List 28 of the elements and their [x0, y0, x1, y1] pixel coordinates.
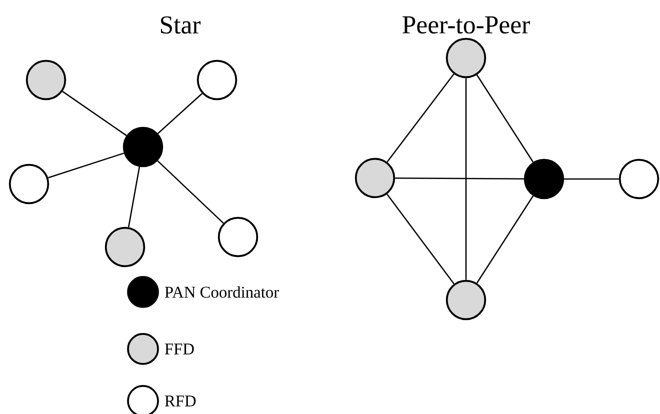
network-node [524, 158, 564, 200]
network-node [446, 280, 486, 320]
connection-line [157, 160, 224, 224]
connection-line [157, 93, 203, 134]
network-node [8, 164, 50, 204]
legend-label: PAN Coordinator [164, 286, 279, 298]
network-node [218, 216, 258, 258]
section-heading: Peer-to-Peer [402, 16, 530, 34]
connection-line [465, 78, 467, 280]
network-node [618, 158, 660, 200]
network-node [446, 38, 486, 78]
connection-line [476, 74, 534, 162]
connection-line [395, 177, 524, 180]
connection-line [128, 166, 140, 228]
connection-line [386, 74, 454, 162]
connection-line [62, 90, 127, 136]
connection-line [48, 152, 124, 178]
connection-line [564, 178, 619, 180]
network-node [26, 60, 66, 100]
network-node [122, 126, 164, 168]
legend-label: FFD [164, 344, 194, 354]
connection-line [476, 196, 534, 284]
network-node [196, 60, 238, 100]
connection-line [386, 194, 454, 284]
legend-label: RFD [164, 396, 196, 406]
network-node [354, 158, 396, 198]
network-node [104, 226, 146, 268]
section-heading: Star [160, 16, 201, 34]
